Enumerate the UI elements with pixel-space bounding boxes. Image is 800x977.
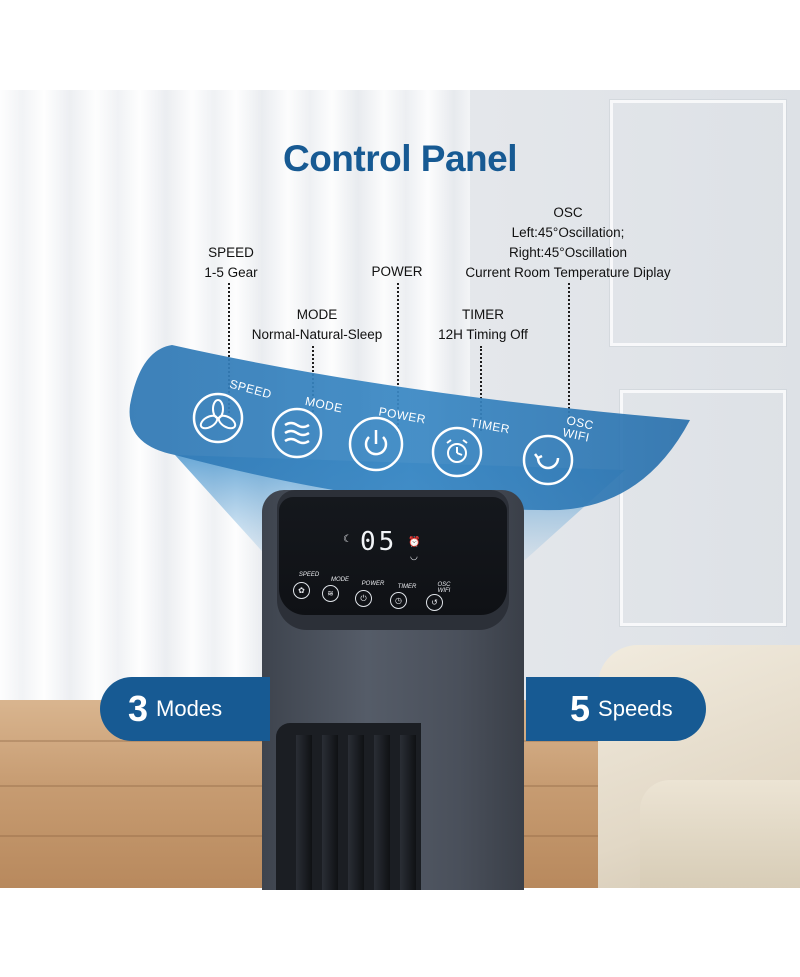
fan-timer-label: TIMER [397,584,417,590]
osc-callout-line2: Right:45°Oscillation [509,245,627,260]
fan-wifi-indicator-icon: ◡ [410,552,418,562]
speed-leader-line [228,283,230,413]
mode-leader-line [312,346,314,416]
fan-osc-label-line2: WIFI [437,588,451,594]
fan-mode-label: MODE [331,577,349,583]
grille-slat [322,735,338,890]
grille-slat [348,735,364,890]
speed-callout-name: SPEED [208,245,254,260]
grille-slat [400,735,416,890]
mode-callout-desc: Normal-Natural-Sleep [251,327,383,342]
speed-callout: SPEED 1-5 Gear [194,243,268,283]
fan-timer-indicator-icon: ⏰ [408,537,421,548]
fan-display-digits: 05 [360,527,398,557]
timer-callout-desc: 12H Timing Off [438,327,528,342]
mode-callout: MODE Normal-Natural-Sleep [240,305,394,345]
page-title: Control Panel [282,138,518,179]
osc-callout-line1: Left:45°Oscillation; [511,225,625,240]
osc-leader-line [568,283,570,433]
fan-timer-button[interactable]: ◷ [390,592,407,609]
power-leader-line [397,283,399,433]
mode-callout-name: MODE [296,307,338,322]
fan-mode-button[interactable]: ≋ [322,585,339,602]
fan-osc-label: OSC WIFI [429,582,459,594]
fan-osc-button[interactable]: ↺ [426,594,443,611]
wall-panel [620,390,786,626]
timer-leader-line [480,346,482,431]
modes-badge-number: 3 [128,688,149,729]
timer-callout: TIMER 12H Timing Off [428,305,538,345]
grille-slat [296,735,312,890]
timer-callout-name: TIMER [462,307,504,322]
armchair-arm [640,780,800,888]
speed-callout-desc: 1-5 Gear [204,265,258,280]
speeds-badge-text: Speeds [598,696,673,721]
speeds-badge: 5 Speeds [526,677,706,741]
osc-callout-name: OSC [553,205,583,220]
fan-speed-button[interactable]: ✿ [293,582,310,599]
osc-callout-line3: Current Room Temperature Diplay [465,265,671,280]
power-callout-name: POWER [371,264,423,279]
fan-sleep-indicator-icon: ☾ [343,534,352,545]
wall-panel [610,100,786,346]
modes-badge-text: Modes [156,696,223,721]
fan-power-button[interactable]: ⏻ [355,590,372,607]
power-callout: POWER [362,262,432,282]
osc-callout: OSC Left:45°Oscillation; Right:45°Oscill… [454,203,682,283]
grille-slat [374,735,390,890]
fan-power-label: POWER [361,581,385,587]
fan-osc-label-line1: OSC [437,582,451,588]
modes-badge: 3 Modes [100,677,270,741]
fan-speed-label: SPEED [298,572,320,578]
speeds-badge-number: 5 [570,688,591,729]
